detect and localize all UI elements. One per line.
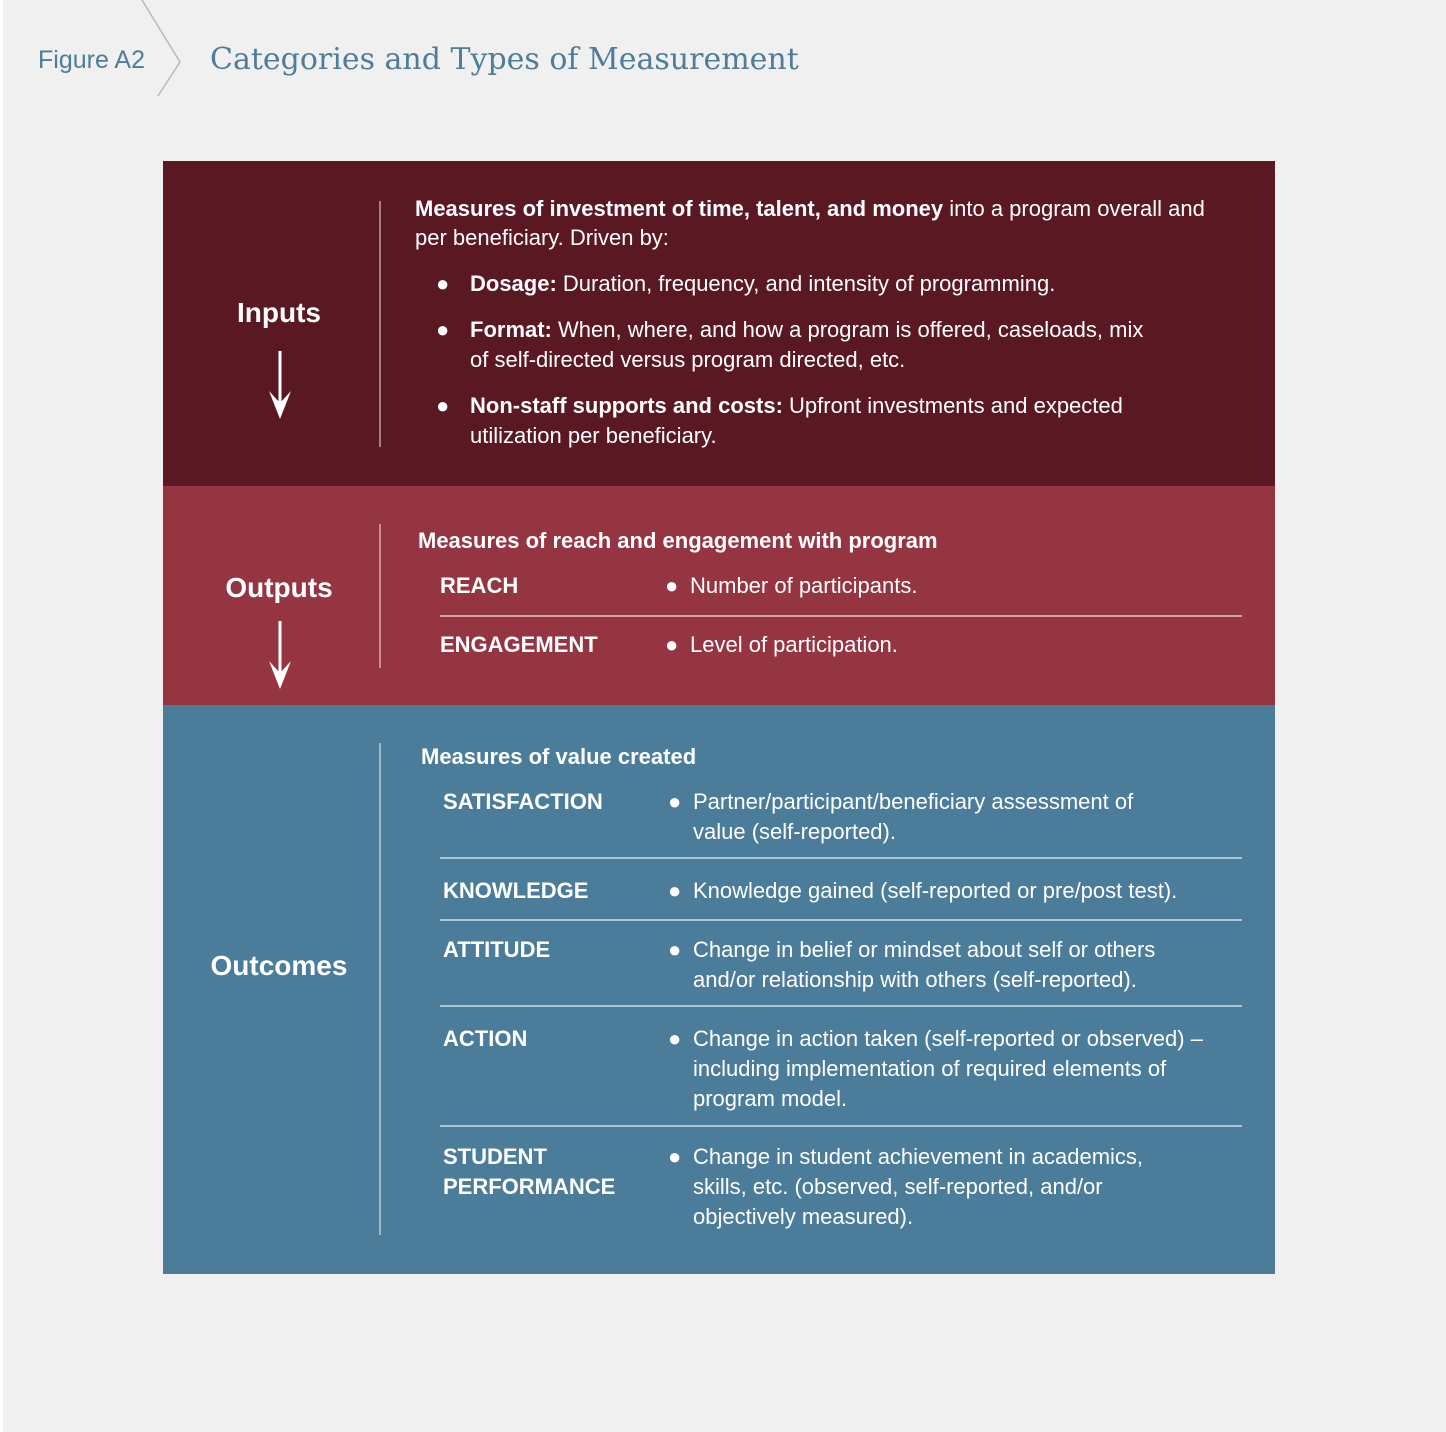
outcomes-label: Outcomes	[210, 950, 348, 981]
outputs-heading: Measures of reach and engagement with pr…	[418, 528, 938, 553]
row-label: STUDENT PERFORMANCE	[443, 1144, 616, 1199]
figure-label: Figure A2	[38, 46, 146, 74]
row-text-value: Change in action taken (self-reported or…	[693, 1026, 1203, 1111]
row-text-value: Partner/participant/beneficiary assessme…	[693, 789, 1134, 844]
row-separator	[440, 1125, 1242, 1127]
bullet-icon: ●	[668, 1026, 682, 1051]
bullet-icon: ●	[665, 632, 679, 657]
page-edge	[0, 0, 3, 1432]
outcomes-heading: Measures of value created	[421, 744, 697, 769]
row-label: ENGAGEMENT	[440, 632, 598, 657]
down-arrow-icon	[269, 351, 291, 419]
row-separator	[440, 857, 1242, 859]
bullet-icon: ●	[665, 573, 679, 598]
bullet-term: Non-staff supports and costs:	[470, 393, 783, 418]
row-text-value: Number of participants.	[690, 573, 918, 598]
list-item: ● Format: When, where, and how a program…	[436, 315, 1160, 375]
inputs-label: Inputs	[237, 297, 321, 328]
row-text: ● Partner/participant/beneficiary assessm…	[668, 787, 1168, 847]
row-text: ● Change in belief or mindset about self …	[668, 935, 1208, 995]
outcomes-divider	[379, 743, 381, 1235]
bullet-text: Upfront investments and expected utiliza…	[470, 393, 1123, 448]
bullet-term: Format:	[470, 317, 552, 342]
row-text-value: Level of participation.	[690, 632, 898, 657]
row-label: ATTITUDE	[443, 937, 551, 962]
outputs-panel: Outputs Measures of reach and engagement…	[163, 486, 1275, 705]
inputs-divider	[379, 201, 381, 447]
bullet-icon: ●	[668, 1144, 682, 1169]
inputs-heading: Measures of investment of time, talent, …	[415, 194, 1215, 252]
row-text: ● Number of participants.	[665, 571, 1245, 601]
inputs-heading-bold: Measures of investment of time, talent, …	[415, 196, 944, 221]
bullet-icon: ●	[668, 878, 682, 903]
inputs-bullet-list: ● Dosage: Duration, frequency, and inten…	[436, 269, 1186, 467]
row-label: REACH	[440, 573, 519, 598]
down-arrow-icon	[269, 621, 291, 689]
bullet-text: When, where, and how a program is offere…	[470, 317, 1144, 372]
bullet-icon: ●	[436, 393, 450, 418]
row-label: SATISFACTION	[443, 789, 603, 814]
inputs-heading-rest: into a program overall and per beneficia…	[415, 196, 1205, 250]
list-item: ● Dosage: Duration, frequency, and inten…	[436, 269, 1186, 299]
list-item: ● Non-staff supports and costs: Upfront …	[436, 391, 1200, 451]
row-label: KNOWLEDGE	[443, 878, 589, 903]
outcomes-panel: Outcomes Measures of value created SATIS…	[163, 705, 1275, 1274]
bullet-term: Dosage:	[470, 271, 557, 296]
row-label: ACTION	[443, 1026, 528, 1051]
row-text: ● Level of participation.	[665, 630, 1245, 660]
row-separator	[440, 615, 1242, 617]
outputs-label: Outputs	[225, 572, 333, 603]
bullet-icon: ●	[436, 317, 450, 342]
row-text-value: Change in student achievement in academi…	[693, 1144, 1144, 1229]
chevron-divider-icon	[141, 0, 181, 97]
row-text-value: Knowledge gained (self-reported or pre/p…	[693, 878, 1178, 903]
row-text: ● Knowledge gained (self-reported or pre/…	[668, 876, 1248, 906]
row-separator	[440, 919, 1242, 921]
outputs-divider	[379, 524, 381, 668]
row-text-value: Change in belief or mindset about self o…	[693, 937, 1156, 992]
bullet-icon: ●	[436, 271, 450, 296]
row-text: ● Change in student achievement in academ…	[668, 1142, 1188, 1232]
inputs-panel: Inputs Measures of investment of time, t…	[163, 161, 1275, 486]
row-text: ● Change in action taken (self-reported o…	[668, 1024, 1243, 1114]
row-separator	[440, 1005, 1242, 1007]
bullet-text: Duration, frequency, and intensity of pr…	[556, 271, 1056, 296]
figure-title: Categories and Types of Measurement	[210, 42, 799, 77]
bullet-icon: ●	[668, 789, 682, 814]
bullet-icon: ●	[668, 937, 682, 962]
